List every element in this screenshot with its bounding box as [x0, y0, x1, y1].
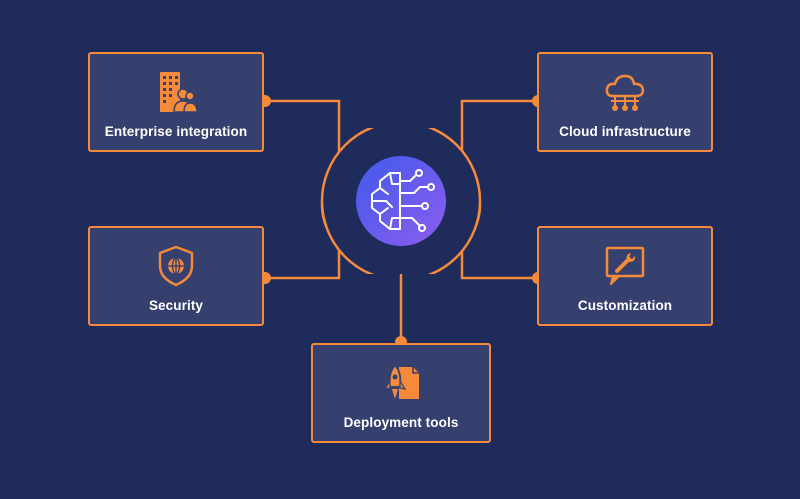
node-label: Enterprise integration	[104, 124, 248, 139]
node-label: Cloud infrastructure	[559, 124, 691, 139]
node-enterprise-integration: Enterprise integration	[88, 52, 264, 152]
rocket-document-icon	[383, 363, 419, 399]
office-building-users-icon	[160, 72, 198, 113]
node-cloud-infrastructure: Cloud infrastructure	[537, 52, 713, 152]
node-label: Deployment tools	[343, 415, 459, 430]
node-label: Security	[148, 298, 204, 313]
wrench-board-icon	[605, 246, 645, 285]
node-security: Security	[88, 226, 264, 326]
ai-brain-circuit-icon	[320, 128, 482, 274]
node-deployment-tools: Deployment tools	[311, 343, 491, 443]
connector-security	[265, 240, 341, 280]
node-label: Customization	[577, 298, 673, 313]
cloud-network-icon	[605, 74, 645, 111]
shield-globe-icon	[158, 245, 194, 287]
node-customization: Customization	[537, 226, 713, 326]
